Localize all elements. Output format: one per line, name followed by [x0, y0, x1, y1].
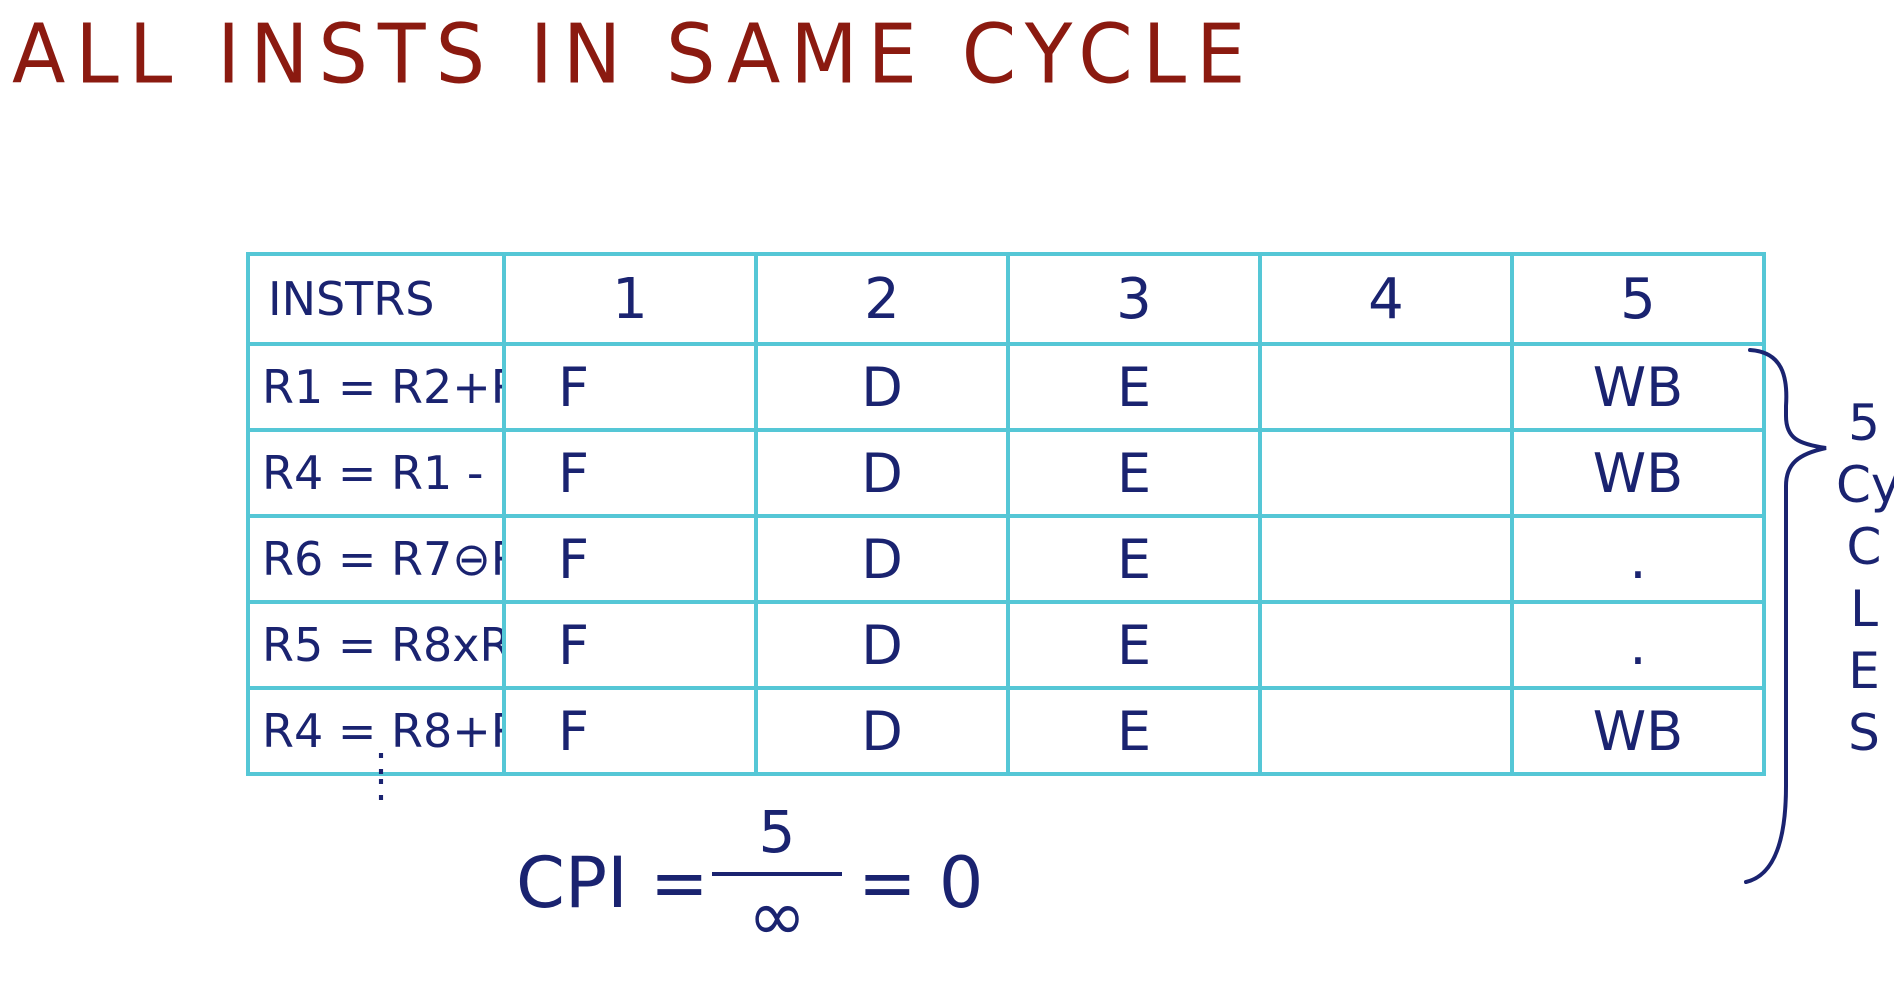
- stage-cell: .: [1510, 600, 1766, 690]
- stage-cell: E: [1006, 428, 1262, 518]
- continuation-dot: :: [374, 738, 388, 784]
- column-header-cycle-4: 4: [1258, 252, 1514, 346]
- cpi-formula: CPI = 5 ∞ = 0: [516, 796, 1036, 956]
- table-row: R6 = R7⊖R8 F D E .: [246, 514, 1766, 604]
- table-row: R4 = R1 - R5 F D E WB: [246, 428, 1766, 518]
- pipeline-table: INSTRS 1 2 3 4 5 R1 = R2+R3 F D E WB R4 …: [246, 252, 1766, 776]
- stage-cell: WB: [1510, 686, 1766, 776]
- table-row: R5 = R8xR9 F D E .: [246, 600, 1766, 690]
- table-row: R4 = R8+R9 F D E WB: [246, 686, 1766, 776]
- stage-cell: [1258, 514, 1514, 604]
- stage-cell: F: [502, 514, 758, 604]
- instruction-cell: R6 = R7⊖R8: [246, 514, 506, 604]
- stage-cell: E: [1006, 342, 1262, 432]
- cpi-fraction: 5 ∞: [712, 796, 842, 952]
- stage-cell: E: [1006, 514, 1262, 604]
- brace-label: 5 Cy C L E S: [1836, 392, 1894, 764]
- continuation-dots: : :: [366, 738, 396, 810]
- stage-cell: [1258, 600, 1514, 690]
- stage-cell: D: [754, 600, 1010, 690]
- instruction-cell: R4 = R8+R9: [246, 686, 506, 776]
- brace-label-part: L: [1850, 580, 1878, 638]
- cpi-denominator: ∞: [747, 875, 807, 957]
- brace-label-part: C: [1846, 518, 1882, 576]
- stage-cell: [1258, 686, 1514, 776]
- column-header-cycle-3: 3: [1006, 252, 1262, 346]
- stage-cell: [1258, 428, 1514, 518]
- instruction-cell: R1 = R2+R3: [246, 342, 506, 432]
- stage-cell: E: [1006, 600, 1262, 690]
- cpi-lhs: CPI =: [516, 842, 709, 924]
- stage-cell: WB: [1510, 342, 1766, 432]
- brace-label-part: E: [1848, 642, 1880, 700]
- brace-label-part: 5: [1848, 394, 1880, 452]
- stage-cell: F: [502, 428, 758, 518]
- continuation-dot: :: [374, 764, 388, 810]
- column-header-cycle-2: 2: [754, 252, 1010, 346]
- brace-stroke: [1744, 348, 1827, 884]
- fraction-bar: [712, 872, 842, 876]
- table-header-row: INSTRS 1 2 3 4 5: [246, 252, 1766, 346]
- stage-cell: E: [1006, 686, 1262, 776]
- stage-cell: D: [754, 686, 1010, 776]
- stage-cell: D: [754, 514, 1010, 604]
- stage-cell: .: [1510, 514, 1766, 604]
- stage-cell: D: [754, 342, 1010, 432]
- page-title: ALL INSTS IN SAME CYCLE: [12, 8, 1256, 103]
- instruction-cell: R5 = R8xR9: [246, 600, 506, 690]
- right-brace: [1744, 348, 1827, 884]
- column-header-cycle-1: 1: [502, 252, 758, 346]
- stage-cell: D: [754, 428, 1010, 518]
- column-header-cycle-5: 5: [1510, 252, 1766, 346]
- stage-cell: F: [502, 686, 758, 776]
- brace-label-part: S: [1848, 704, 1880, 762]
- stage-cell: F: [502, 342, 758, 432]
- cpi-numerator: 5: [758, 798, 796, 866]
- stage-cell: [1258, 342, 1514, 432]
- stage-cell: WB: [1510, 428, 1766, 518]
- cpi-rhs: = 0: [858, 842, 984, 924]
- stage-cell: F: [502, 600, 758, 690]
- brace-label-part: Cy: [1836, 456, 1894, 514]
- column-header-instrs: INSTRS: [246, 252, 506, 346]
- instruction-cell: R4 = R1 - R5: [246, 428, 506, 518]
- table-row: R1 = R2+R3 F D E WB: [246, 342, 1766, 432]
